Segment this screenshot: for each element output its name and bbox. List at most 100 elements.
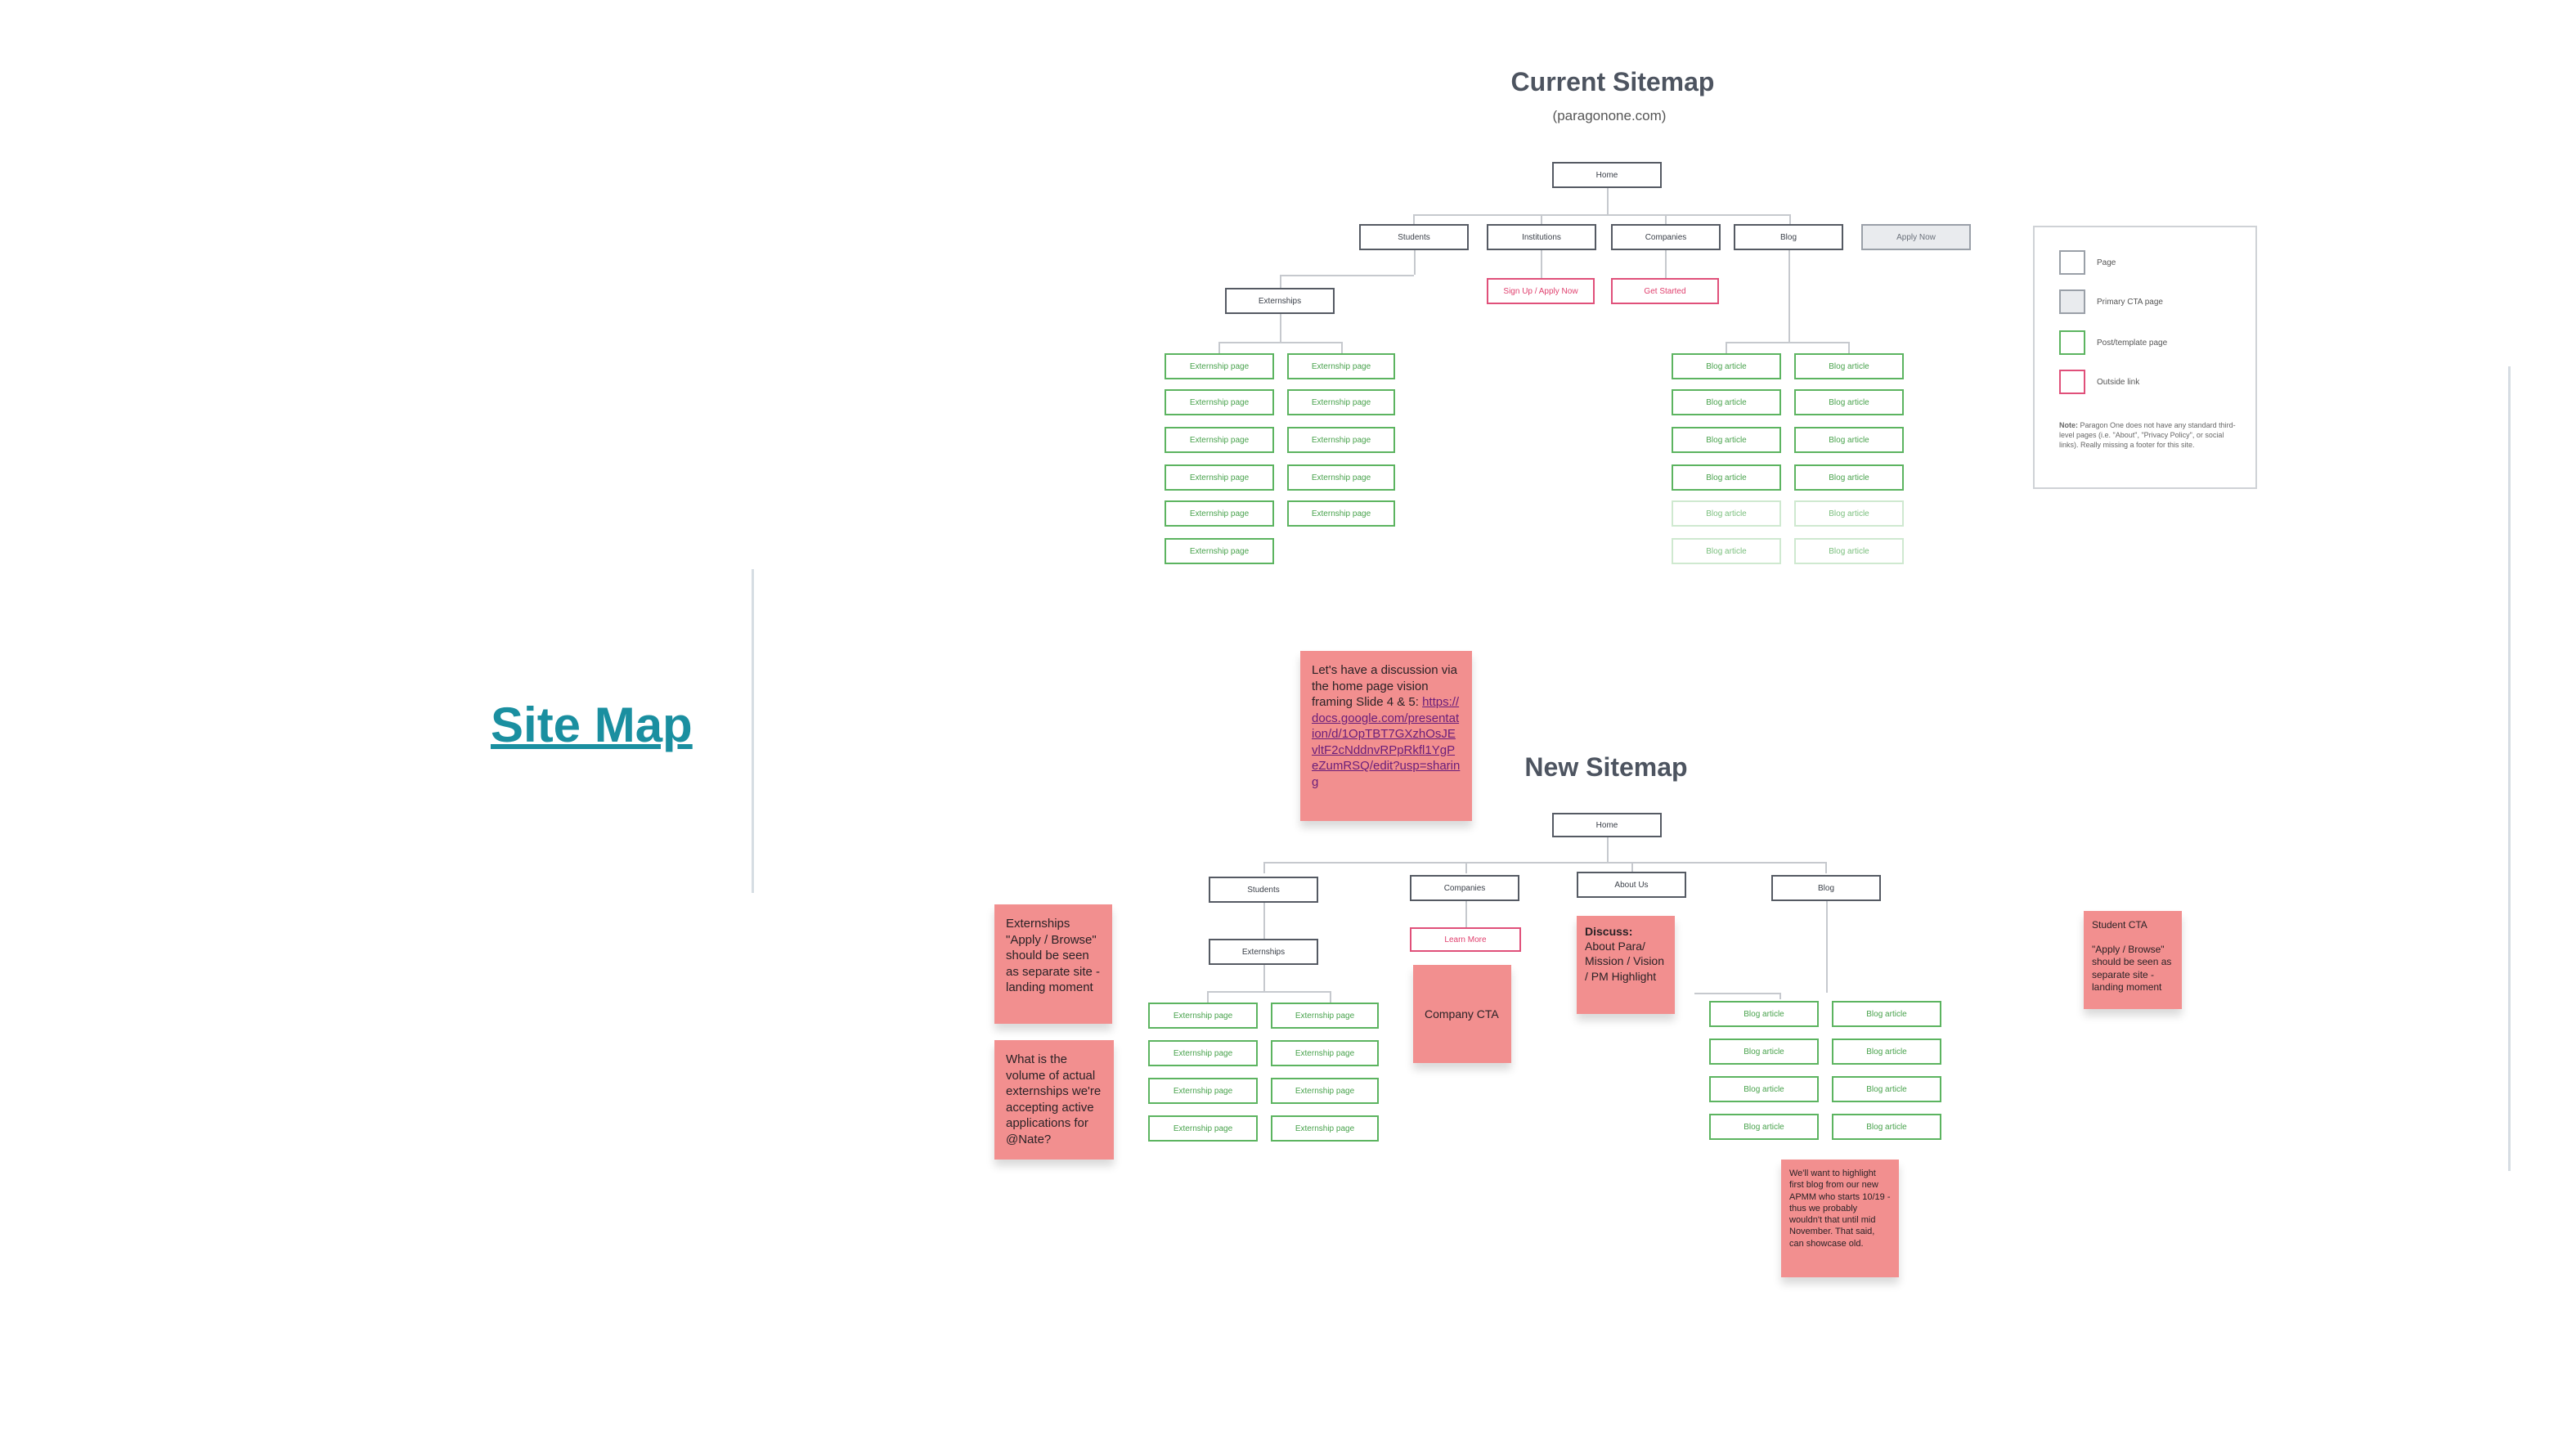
- cta-swatch-icon: [2059, 289, 2085, 314]
- node-externship-page[interactable]: Externship page: [1148, 1003, 1258, 1029]
- node-externship-page[interactable]: Externship page: [1287, 389, 1395, 415]
- node-blog-article[interactable]: Blog article: [1672, 464, 1781, 491]
- node-externship-page[interactable]: Externship page: [1165, 500, 1274, 527]
- connector-line: [1726, 342, 1848, 343]
- slides-link[interactable]: https://docs.google.com/presentation/d/1…: [1312, 695, 1461, 789]
- node-blog-article[interactable]: Blog article: [1794, 538, 1904, 564]
- node-get-started[interactable]: Get Started: [1611, 278, 1719, 304]
- node-students[interactable]: Students: [1359, 224, 1469, 250]
- legend-item-post: Post/template page: [2059, 330, 2167, 355]
- connector-line: [1280, 275, 1281, 288]
- connector-line: [1218, 342, 1220, 353]
- node-blog-article[interactable]: Blog article: [1672, 427, 1781, 453]
- node-institutions[interactable]: Institutions: [1487, 224, 1596, 250]
- post-swatch-icon: [2059, 330, 2085, 355]
- site-map-heading[interactable]: Site Map: [491, 698, 693, 752]
- sticky-text: Let's have a discussion via the home pag…: [1312, 663, 1457, 709]
- connector-line: [1465, 862, 1467, 873]
- connector-line: [1726, 342, 1727, 353]
- node-externship-page[interactable]: Externship page: [1148, 1040, 1258, 1066]
- node-externship-page[interactable]: Externship page: [1148, 1115, 1258, 1142]
- node-companies[interactable]: Companies: [1611, 224, 1721, 250]
- connector-line: [1413, 214, 1789, 216]
- node-blog-article[interactable]: Blog article: [1672, 538, 1781, 564]
- sticky-company-cta[interactable]: Company CTA: [1413, 965, 1511, 1063]
- sticky-label: Discuss:: [1585, 925, 1633, 938]
- legend-note: Note: Paragon One does not have any stan…: [2059, 420, 2239, 450]
- node-blog-article[interactable]: Blog article: [1794, 500, 1904, 527]
- page-swatch-icon: [2059, 250, 2085, 275]
- node-blog-article[interactable]: Blog article: [1709, 1039, 1819, 1065]
- node-blog-article[interactable]: Blog article: [1794, 427, 1904, 453]
- node-externship-page[interactable]: Externship page: [1287, 464, 1395, 491]
- connector-line: [1607, 188, 1609, 214]
- node-externship-page[interactable]: Externship page: [1165, 538, 1274, 564]
- connector-line: [1263, 862, 1265, 873]
- connector-line: [1788, 250, 1790, 342]
- connector-line: [1789, 214, 1791, 224]
- node-blog-article[interactable]: Blog article: [1794, 389, 1904, 415]
- connector-line: [1631, 862, 1633, 873]
- node-externship-page[interactable]: Externship page: [1287, 500, 1395, 527]
- node-externship-page[interactable]: Externship page: [1271, 1078, 1379, 1104]
- node-blog-article[interactable]: Blog article: [1709, 1076, 1819, 1102]
- connector-line: [1330, 991, 1331, 1003]
- connector-line: [1280, 314, 1281, 342]
- node-externship-page[interactable]: Externship page: [1271, 1003, 1379, 1029]
- connector-line: [1207, 991, 1209, 1003]
- connector-line: [1465, 901, 1467, 927]
- sticky-blog-note[interactable]: We'll want to highlight first blog from …: [1781, 1160, 1899, 1277]
- node-externship-page[interactable]: Externship page: [1165, 427, 1274, 453]
- divider-right: [2508, 366, 2511, 1171]
- note-text: Paragon One does not have any standard t…: [2059, 421, 2236, 450]
- node-blog-article[interactable]: Blog article: [1832, 1076, 1941, 1102]
- node-learn-more[interactable]: Learn More: [1410, 927, 1521, 952]
- node-blog-article[interactable]: Blog article: [1832, 1039, 1941, 1065]
- connector-line: [1280, 275, 1414, 276]
- connector-line: [1848, 342, 1850, 353]
- node-blog[interactable]: Blog: [1734, 224, 1843, 250]
- outside-swatch-icon: [2059, 370, 2085, 394]
- sticky-discuss-about[interactable]: Discuss: About Para/ Mission / Vision / …: [1577, 916, 1675, 1014]
- node-blog-article[interactable]: Blog article: [1672, 500, 1781, 527]
- node-sign-up-apply-now[interactable]: Sign Up / Apply Now: [1487, 278, 1595, 304]
- sticky-externships-note[interactable]: Externships "Apply / Browse" should be s…: [994, 904, 1112, 1024]
- node-externship-page[interactable]: Externship page: [1165, 389, 1274, 415]
- node-externship-page[interactable]: Externship page: [1287, 353, 1395, 379]
- node-externship-page[interactable]: Externship page: [1165, 464, 1274, 491]
- node-blog-article[interactable]: Blog article: [1709, 1114, 1819, 1140]
- node-externship-page[interactable]: Externship page: [1287, 427, 1395, 453]
- new-sitemap-title: New Sitemap: [1524, 752, 1688, 782]
- sticky-volume-question[interactable]: What is the volume of actual externships…: [994, 1040, 1114, 1160]
- sticky-student-cta[interactable]: Student CTA "Apply / Browse" should be s…: [2084, 911, 2182, 1009]
- connector-line: [1414, 250, 1416, 275]
- node-new-blog[interactable]: Blog: [1771, 875, 1881, 901]
- node-new-about-us[interactable]: About Us: [1577, 872, 1686, 898]
- node-externship-page[interactable]: Externship page: [1148, 1078, 1258, 1104]
- sticky-text: "Apply / Browse" should be seen as separ…: [2092, 943, 2172, 994]
- sticky-text: About Para/ Mission / Vision / PM Highli…: [1585, 940, 1665, 983]
- node-home[interactable]: Home: [1552, 162, 1662, 188]
- node-blog-article[interactable]: Blog article: [1672, 389, 1781, 415]
- node-blog-article[interactable]: Blog article: [1709, 1001, 1819, 1027]
- node-new-externships[interactable]: Externships: [1209, 939, 1318, 965]
- node-apply-now[interactable]: Apply Now: [1861, 224, 1971, 250]
- node-new-home[interactable]: Home: [1552, 813, 1662, 837]
- connector-line: [1826, 901, 1828, 993]
- connector-line: [1413, 214, 1415, 224]
- node-blog-article[interactable]: Blog article: [1832, 1001, 1941, 1027]
- node-blog-article[interactable]: Blog article: [1794, 353, 1904, 379]
- legend-item-page: Page: [2059, 250, 2116, 275]
- node-blog-article[interactable]: Blog article: [1832, 1114, 1941, 1140]
- node-externships[interactable]: Externships: [1225, 288, 1335, 314]
- node-blog-article[interactable]: Blog article: [1672, 353, 1781, 379]
- node-new-companies[interactable]: Companies: [1410, 875, 1519, 901]
- node-new-students[interactable]: Students: [1209, 877, 1318, 903]
- node-blog-article[interactable]: Blog article: [1794, 464, 1904, 491]
- node-externship-page[interactable]: Externship page: [1271, 1040, 1379, 1066]
- sticky-discussion[interactable]: Let's have a discussion via the home pag…: [1300, 651, 1472, 821]
- legend-label: Primary CTA page: [2097, 297, 2163, 307]
- legend: Page Primary CTA page Post/template page…: [2033, 226, 2257, 489]
- node-externship-page[interactable]: Externship page: [1165, 353, 1274, 379]
- node-externship-page[interactable]: Externship page: [1271, 1115, 1379, 1142]
